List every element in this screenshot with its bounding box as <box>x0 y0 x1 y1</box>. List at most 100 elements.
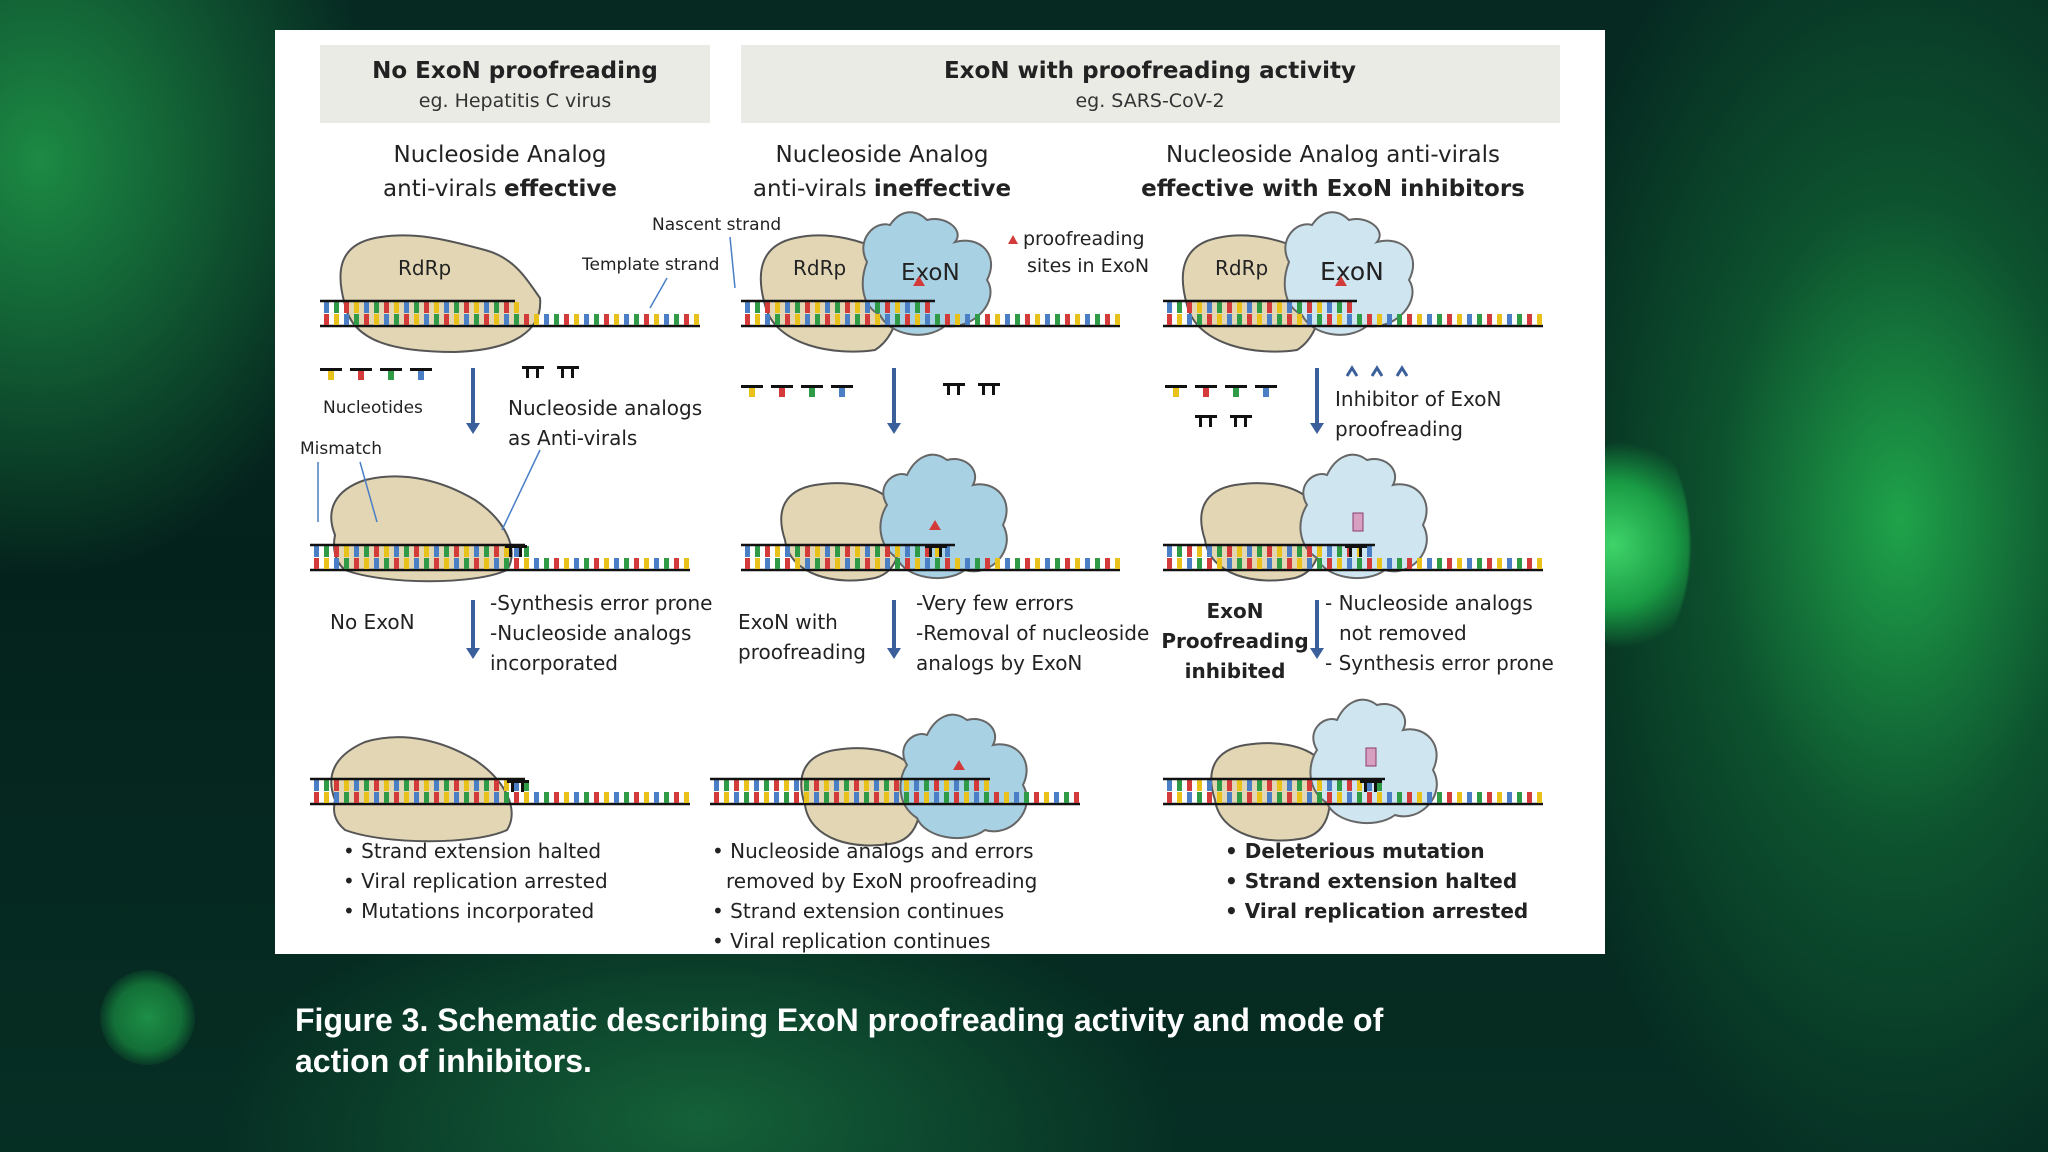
incorporated-analog-1-leg-0 <box>511 783 514 792</box>
col1-note-2: -Nucleoside analogs <box>490 621 691 645</box>
strand-col2-row3 <box>710 777 1080 806</box>
analogs-pointer <box>501 449 541 531</box>
col3-outcomes: • Deleterious mutation • Strand extensio… <box>1225 839 1528 923</box>
strand-col3-row2 <box>1163 543 1543 572</box>
nucleotide-col1-0-base <box>328 371 334 380</box>
col1-outcome-1: • Strand extension halted <box>343 839 601 863</box>
col2-outcome-1: • Nucleoside analogs and errors <box>712 839 1034 863</box>
exon-enzyme-col3-row1 <box>1283 211 1415 336</box>
rdrp-enzyme-col1-row1 <box>339 234 542 354</box>
proofreading-sites-label-1: proofreading <box>1023 228 1145 250</box>
header-box-right <box>741 45 1560 123</box>
strand-col3-row1 <box>1163 299 1543 328</box>
col2-outcome-2: removed by ExoN proofreading <box>726 869 1037 893</box>
col1-note-1: -Synthesis error prone <box>490 591 712 615</box>
col1-outcomes: • Strand extension halted • Viral replic… <box>343 839 608 923</box>
col3-outcome-3: • Viral replication arrested <box>1225 899 1528 923</box>
nucleotide-col3-2-base <box>1233 388 1239 397</box>
strand-col3-row3 <box>1163 777 1543 806</box>
inhibitor-molecule-2 <box>1395 365 1409 377</box>
analog-col2-1-leg-1 <box>992 386 995 395</box>
schematic-diagram: No ExoN proofreading eg. Hepatitis C vir… <box>300 45 1560 953</box>
rdrp-label-col3-row1: RdRp <box>1215 256 1268 280</box>
col2-outcome-4: • Viral replication continues <box>712 929 991 953</box>
incorporated-analog-4 <box>1360 780 1382 783</box>
col2-outcomes: • Nucleoside analogs and errors removed … <box>712 839 1037 953</box>
analog-col1-1-leg-0 <box>561 369 564 378</box>
nucleotide-col1-2 <box>380 368 402 371</box>
mismatch-pointer-2 <box>359 461 378 523</box>
nucleotide-col3-0-base <box>1173 388 1179 397</box>
col1-heading-line2: anti-virals effective <box>383 176 617 202</box>
nascent-strand-label: Nascent strand <box>652 215 781 235</box>
template-strand-label: Template strand <box>581 255 719 275</box>
incorporated-analog-0-leg-0 <box>509 548 512 557</box>
nucleotide-col2-0-base <box>749 388 755 397</box>
exon-enzyme-col2-row3 <box>899 713 1028 840</box>
free-nucleotides <box>320 365 1409 792</box>
incorporated-analog-3-leg-1 <box>1359 548 1362 557</box>
analog-col1-1-leg-1 <box>571 369 574 378</box>
header-right-title: ExoN with proofreading activity <box>944 58 1356 84</box>
incorporated-analog-3 <box>1345 545 1367 548</box>
col3-state-label-2: Proofreading <box>1161 629 1308 653</box>
nucleotide-col3-1 <box>1195 385 1217 388</box>
incorporated-analog-1 <box>507 780 529 783</box>
proofreading-site-marker-col2-row3 <box>953 760 965 770</box>
analog-col1-0-leg-0 <box>526 369 529 378</box>
analog-col1-1 <box>557 366 579 369</box>
analog-col3-0-leg-0 <box>1199 418 1202 427</box>
analog-col3-1-leg-0 <box>1234 418 1237 427</box>
strand-col1-row3 <box>310 777 690 806</box>
nucleotide-col2-1 <box>771 385 793 388</box>
proofreading-sites-label-2: sites in ExoN <box>1027 255 1149 277</box>
figure-caption: Figure 3. Schematic describing ExoN proo… <box>295 1000 1595 1082</box>
rdrp-label-col2-row1: RdRp <box>793 256 846 280</box>
col2-heading-line1: Nucleoside Analog <box>776 142 989 168</box>
analog-col2-0-leg-0 <box>947 386 950 395</box>
nucleotide-col2-1-base <box>779 388 785 397</box>
col3-state-label-3: inhibited <box>1185 659 1286 683</box>
nucleotide-col1-2-base <box>388 371 394 380</box>
exon-label-col2-row1: ExoN <box>901 260 960 286</box>
analog-col2-1 <box>978 383 1000 386</box>
nucleotide-col3-2 <box>1225 385 1247 388</box>
analog-col1-0 <box>522 366 544 369</box>
caption-line-2: action of inhibitors. <box>295 1043 592 1079</box>
col2-note-3: analogs by ExoN <box>916 651 1082 675</box>
header-left-example: eg. Hepatitis C virus <box>419 90 612 112</box>
col1-outcome-3: • Mutations incorporated <box>343 899 594 923</box>
analog-col2-0-leg-1 <box>957 386 960 395</box>
analog-col3-0-leg-1 <box>1209 418 1212 427</box>
col3-note-1: - Nucleoside analogs <box>1325 591 1533 615</box>
nucleotide-col1-1-base <box>358 371 364 380</box>
rna-strands <box>310 299 1543 806</box>
analog-col3-1 <box>1230 415 1252 418</box>
incorporated-analog-0 <box>505 545 527 548</box>
col2-outcome-3: • Strand extension continues <box>712 899 1004 923</box>
incorporated-analog-2-leg-1 <box>939 548 942 557</box>
analog-col3-1-leg-1 <box>1244 418 1247 427</box>
col1-heading-line1: Nucleoside Analog <box>394 142 607 168</box>
col3-outcome-1: • Deleterious mutation <box>1225 839 1485 863</box>
incorporated-analog-1-leg-1 <box>521 783 524 792</box>
strand-col2-row2 <box>741 543 1120 572</box>
nucleotide-col1-3-base <box>418 371 424 380</box>
figure-panel: No ExoN proofreading eg. Hepatitis C vir… <box>275 30 1605 954</box>
col3-state-label-1: ExoN <box>1206 599 1263 623</box>
exon-enzyme-col2-row1 <box>861 211 993 336</box>
caption-line-1: Figure 3. Schematic describing ExoN proo… <box>295 1002 1384 1038</box>
analog-col1-0-leg-1 <box>536 369 539 378</box>
analog-col2-0 <box>943 383 965 386</box>
nucleotides-label: Nucleotides <box>323 398 423 418</box>
nucleotide-col2-2 <box>801 385 823 388</box>
analogs-label-2: as Anti-virals <box>508 426 637 450</box>
col1-note-3: incorporated <box>490 651 618 675</box>
proofreading-site-marker-col2-row1 <box>913 276 925 286</box>
nucleotide-col3-3 <box>1255 385 1277 388</box>
col3-note-2: not removed <box>1339 621 1467 645</box>
nucleotide-col1-3 <box>410 368 432 371</box>
inhibitor-label-1: Inhibitor of ExoN <box>1335 387 1501 411</box>
template-strand-pointer <box>649 277 668 309</box>
col2-state-label-2: proofreading <box>738 640 866 664</box>
